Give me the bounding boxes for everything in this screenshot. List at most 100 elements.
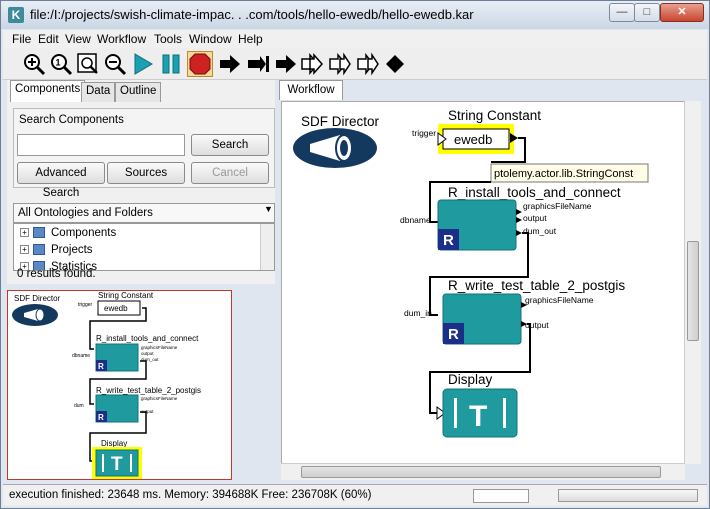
workflow-diagram: SDF Director String Constant trigger ewe… xyxy=(293,108,649,438)
tree-item-projects[interactable]: + Projects xyxy=(20,244,93,256)
status-text: execution finished: 23648 ms. Memory: 39… xyxy=(9,489,372,501)
r-badge-text: R xyxy=(443,232,454,249)
menu-help[interactable]: Help xyxy=(238,32,263,46)
kepler-app-icon: K xyxy=(8,7,24,23)
maximize-button[interactable]: □ xyxy=(634,3,660,22)
stop-icon[interactable] xyxy=(187,51,213,77)
overview-port-label: output xyxy=(141,409,154,414)
tree-scrollbar[interactable] xyxy=(260,224,274,270)
tab-outline[interactable]: Outline xyxy=(115,82,162,102)
graphics-port-label: graphicsFileName xyxy=(525,295,594,305)
search-input[interactable] xyxy=(17,134,185,156)
canvas-horizontal-scrollbar[interactable] xyxy=(281,463,685,480)
cancel-button[interactable]: Cancel xyxy=(191,162,269,184)
string-constant-value: ewedb xyxy=(454,132,492,147)
menu-workflow[interactable]: Workflow xyxy=(97,32,147,46)
graphics-port-label: graphicsFileName xyxy=(523,201,592,211)
overview-display-label: Display xyxy=(101,439,127,448)
zoom-in-icon[interactable] xyxy=(22,52,46,76)
overview-dum-label: dum xyxy=(74,403,84,409)
ontology-dropdown-label: All Ontologies and Folders xyxy=(18,207,153,219)
output-port-label: output xyxy=(525,320,549,330)
window-title: file:/I:/projects/swish-climate-impac. .… xyxy=(30,7,474,22)
close-button[interactable]: ✕ xyxy=(660,3,704,22)
class-tooltip-text: ptolemy.actor.lib.StringConst xyxy=(494,168,633,180)
expand-icon[interactable]: + xyxy=(20,262,29,270)
output-port[interactable] xyxy=(510,133,518,143)
left-panel: Components Data Outline Search Component… xyxy=(7,80,275,284)
pause-icon[interactable] xyxy=(159,52,183,76)
scroll-thumb[interactable] xyxy=(301,466,661,478)
menu-view[interactable]: View xyxy=(65,32,91,46)
tree-item-label: Statistics xyxy=(51,261,98,271)
tab-components[interactable]: Components xyxy=(10,80,86,102)
overview-director-label: SDF Director xyxy=(14,294,61,303)
folder-icon xyxy=(33,227,45,239)
menu-file[interactable]: File xyxy=(12,32,32,46)
workflow-overview[interactable]: SDF Director String Constant trigger ewe… xyxy=(7,290,232,480)
workflow-canvas[interactable]: SDF Director String Constant trigger ewe… xyxy=(281,101,701,464)
trigger-port-label: trigger xyxy=(412,128,436,138)
component-tree: + Components + Projects + Statistics xyxy=(13,223,275,271)
status-field xyxy=(473,489,529,503)
class-tooltip xyxy=(490,163,649,183)
ontology-dropdown[interactable]: All Ontologies and Folders ▼ xyxy=(13,203,275,223)
skip-all-icon[interactable] xyxy=(356,52,380,76)
skip-icon[interactable] xyxy=(328,52,352,76)
trigger-port[interactable] xyxy=(437,132,447,146)
overview-diagram: SDF Director String Constant trigger ewe… xyxy=(12,291,201,479)
display-actor-title: Display xyxy=(448,372,493,387)
toolbar: 1 xyxy=(3,48,707,80)
overview-r-badge xyxy=(96,360,107,371)
folder-icon xyxy=(33,244,45,256)
minimize-button[interactable]: — xyxy=(609,3,635,22)
sdf-director-icon[interactable] xyxy=(293,128,377,168)
menu-window[interactable]: Window xyxy=(189,32,232,46)
canvas-vertical-scrollbar[interactable] xyxy=(684,101,701,464)
svg-text:R: R xyxy=(98,362,104,371)
chevron-down-icon: ▼ xyxy=(264,204,273,214)
r-badge-text: R xyxy=(448,326,459,343)
close-icon: ✕ xyxy=(677,6,687,18)
status-bar: execution finished: 23648 ms. Memory: 39… xyxy=(3,484,707,506)
zoom-reset-icon[interactable]: 1 xyxy=(49,52,73,76)
output-port-label: output xyxy=(523,213,547,223)
overview-dbname-label: dbname xyxy=(72,353,90,359)
menu-edit[interactable]: Edit xyxy=(38,32,59,46)
search-button[interactable]: Search xyxy=(191,134,269,156)
overview-r-badge xyxy=(96,411,107,422)
zoom-fit-icon[interactable] xyxy=(76,52,100,76)
tab-workflow[interactable]: Workflow xyxy=(279,80,343,100)
menu-tools[interactable]: Tools xyxy=(154,32,183,46)
tree-item-components[interactable]: + Components xyxy=(20,227,116,239)
diamond-icon[interactable] xyxy=(383,52,407,76)
expand-icon[interactable]: + xyxy=(20,245,29,255)
scroll-thumb[interactable] xyxy=(687,241,699,341)
zoom-out-icon[interactable] xyxy=(103,52,127,76)
tab-data[interactable]: Data xyxy=(81,82,116,102)
step-forward-icon[interactable] xyxy=(218,52,242,76)
expand-icon[interactable]: + xyxy=(20,228,29,238)
tree-item-label: Projects xyxy=(51,244,93,256)
run-icon[interactable] xyxy=(131,52,155,76)
tree-item-statistics[interactable]: + Statistics xyxy=(20,261,98,271)
advanced-search-button[interactable]: Advanced Search xyxy=(17,162,105,199)
director-label: SDF Director xyxy=(301,114,380,129)
display-glyph: T xyxy=(469,400,487,433)
overview-display-glyph: T xyxy=(111,454,123,475)
overview-write-label: R_write_test_table_2_postgis xyxy=(96,386,201,395)
step-icon[interactable] xyxy=(274,52,298,76)
sources-button[interactable]: Sources xyxy=(107,162,185,184)
tree-item-label: Components xyxy=(51,227,117,239)
dum-out-port-label: dum_out xyxy=(523,226,557,236)
step-end-icon[interactable] xyxy=(246,52,270,76)
progress-bar xyxy=(558,489,698,502)
overview-port-label: graphicsFileName xyxy=(141,396,178,401)
fast-forward-icon[interactable] xyxy=(300,52,324,76)
dum-in-port-label: dum_in xyxy=(404,308,432,318)
r-badge xyxy=(443,323,464,344)
r-badge xyxy=(438,229,459,250)
display-actor[interactable] xyxy=(442,388,518,438)
overview-string-constant-label: String Constant xyxy=(98,291,154,300)
